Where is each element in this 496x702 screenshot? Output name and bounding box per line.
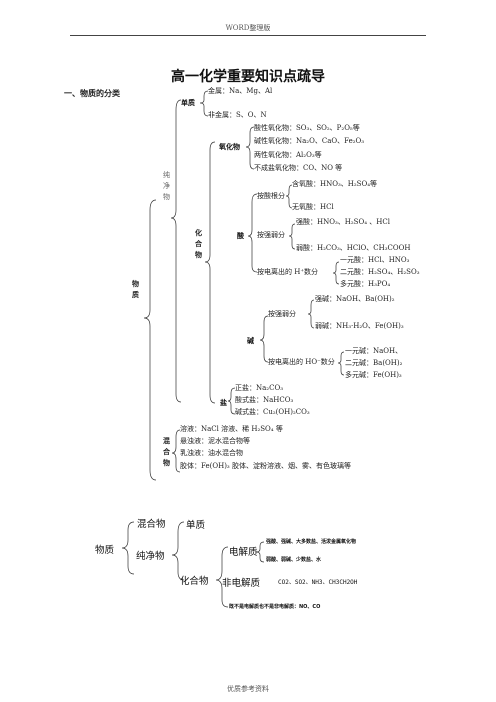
bracket-salt <box>227 387 236 415</box>
section-heading: 一、物质的分类 <box>64 89 120 98</box>
bracket-element <box>199 90 209 117</box>
mixture-label: 混合物 <box>163 437 170 467</box>
acid-root-item-1: 无氧酸：HCl <box>292 203 334 211</box>
bracket-base-oh <box>337 351 345 376</box>
bracket2-pure <box>171 521 185 581</box>
neither-line: 既不是电解质也不是非电解质：NO、CO <box>229 604 321 610</box>
document-title: 高一化学重要知识点疏导 <box>171 69 325 85</box>
bracket-compound <box>204 141 216 404</box>
oxide-item-3: 不成盐氧化物：CO、NO 等 <box>254 164 343 172</box>
header-rule <box>70 35 426 36</box>
acid-h-item-1: 二元酸：H₂SO₄、H₂SO₃ <box>340 268 420 276</box>
bracket-oxide <box>245 126 255 170</box>
nonelectrolyte-label: 非电解质 <box>222 578 261 589</box>
base-label: 碱 <box>247 337 254 345</box>
bracket2-electrolyte <box>255 541 265 563</box>
salt-label: 盐 <box>220 399 227 407</box>
pure-substance-label: 纯净物 <box>163 171 170 201</box>
base-strength-item-1: 弱碱：NH₃·H₂O、Fe(OH)₃ <box>315 322 404 330</box>
bracket-root <box>143 199 157 481</box>
acid-by-strength: 按强弱分 <box>257 231 285 239</box>
mixture2-label: 混合物 <box>137 519 166 530</box>
acid-root-item-0: 含氧酸：HNO₃、H₂SO₄等 <box>292 180 378 188</box>
bracket-base <box>259 315 269 363</box>
page-header: WORD整理版 <box>225 24 271 32</box>
nonelectrolyte-items: CO2、SO2、NH3、CH3CH2OH <box>278 579 358 586</box>
electrolyte-label: 电解质 <box>229 547 258 558</box>
salt-item-2: 碱式盐：Cu₂(OH)₂CO₃ <box>235 408 310 416</box>
nonmetal-line: 非金属：S、O、N <box>208 111 267 119</box>
bracket-acid-h <box>332 261 340 285</box>
acid-h-item-0: 一元酸：HCl、HNO₃ <box>340 256 410 264</box>
base-by-oh-count: 按电离出的 HO⁻数分 <box>268 358 335 366</box>
page-footer: 优质参考资料 <box>227 685 269 693</box>
bracket-pure <box>170 99 182 403</box>
salt-item-1: 酸式盐：NaHCO₃ <box>235 396 294 404</box>
bracket2-root <box>121 521 135 575</box>
bracket-mixture <box>171 429 181 473</box>
salt-item-0: 正盐：Na₂CO₃ <box>235 384 284 392</box>
compound2-label: 化合物 <box>180 576 209 587</box>
oxide-label: 氧化物 <box>219 143 240 151</box>
oxide-item-2: 两性氧化物：Al₂O₃等 <box>254 151 322 159</box>
bracket-acid-strength <box>288 223 296 250</box>
bracket-base-strength <box>307 299 315 329</box>
element2-label: 单质 <box>186 520 206 531</box>
acid-by-root: 按酸根分 <box>257 192 285 200</box>
base-by-strength: 按强弱分 <box>268 310 296 318</box>
bracket2-compound <box>215 546 229 608</box>
mixture-item-3: 胶体：Fe(OH)₃ 胶体、淀粉溶液、烟、雾、有色玻璃等 <box>180 462 351 470</box>
weak-electrolyte-line: 弱酸、弱碱、少数盐、水 <box>266 557 322 563</box>
base-oh-item-0: 一元碱：NaOH、 <box>345 347 403 355</box>
element-label: 单质 <box>181 99 195 107</box>
acid-strength-item-0: 强酸：HNO₃、H₂SO₄ 、HCl <box>296 218 390 226</box>
base-oh-item-2: 多元碱：Fe(OH)₃ <box>345 371 402 379</box>
bracket-acid <box>247 193 258 273</box>
bracket-acid-root <box>285 184 293 209</box>
acid-by-h-count: 按电离出的 H⁺数分 <box>257 268 319 276</box>
mixture-item-0: 溶液：NaCl 溶液、稀 H₂SO₄ 等 <box>180 425 283 433</box>
mixture-item-1: 悬浊液：泥水混合物等 <box>180 437 250 445</box>
compound-label: 化合物 <box>195 229 202 259</box>
root2-substance-label: 物质 <box>95 545 115 556</box>
oxide-item-1: 碱性氧化物：Na₂O、CaO、Fe₂O₃ <box>254 137 365 145</box>
root-substance-label: 物质 <box>132 280 139 299</box>
base-strength-item-0: 强碱：NaOH、Ba(OH)₂ <box>315 295 395 303</box>
base-oh-item-1: 二元碱：Ba(OH)₂ <box>345 359 403 367</box>
strong-electrolyte-line: 强酸、强碱、大多数盐、活泼金属氧化物 <box>266 539 357 545</box>
acid-strength-item-1: 弱酸：H₂CO₃、HClO、CH₃COOH <box>296 244 411 252</box>
acid-h-item-2: 多元酸：H₃PO₄ <box>340 280 391 288</box>
metal-line: 金属：Na、Mg、Al <box>208 87 273 95</box>
mixture-item-2: 乳浊液：油水混合物 <box>180 449 243 457</box>
acid-label: 酸 <box>237 232 244 240</box>
pure2-label: 纯净物 <box>136 551 165 562</box>
oxide-item-0: 酸性氧化物：SO₃、SO₂、P₂O₅等 <box>254 124 360 132</box>
